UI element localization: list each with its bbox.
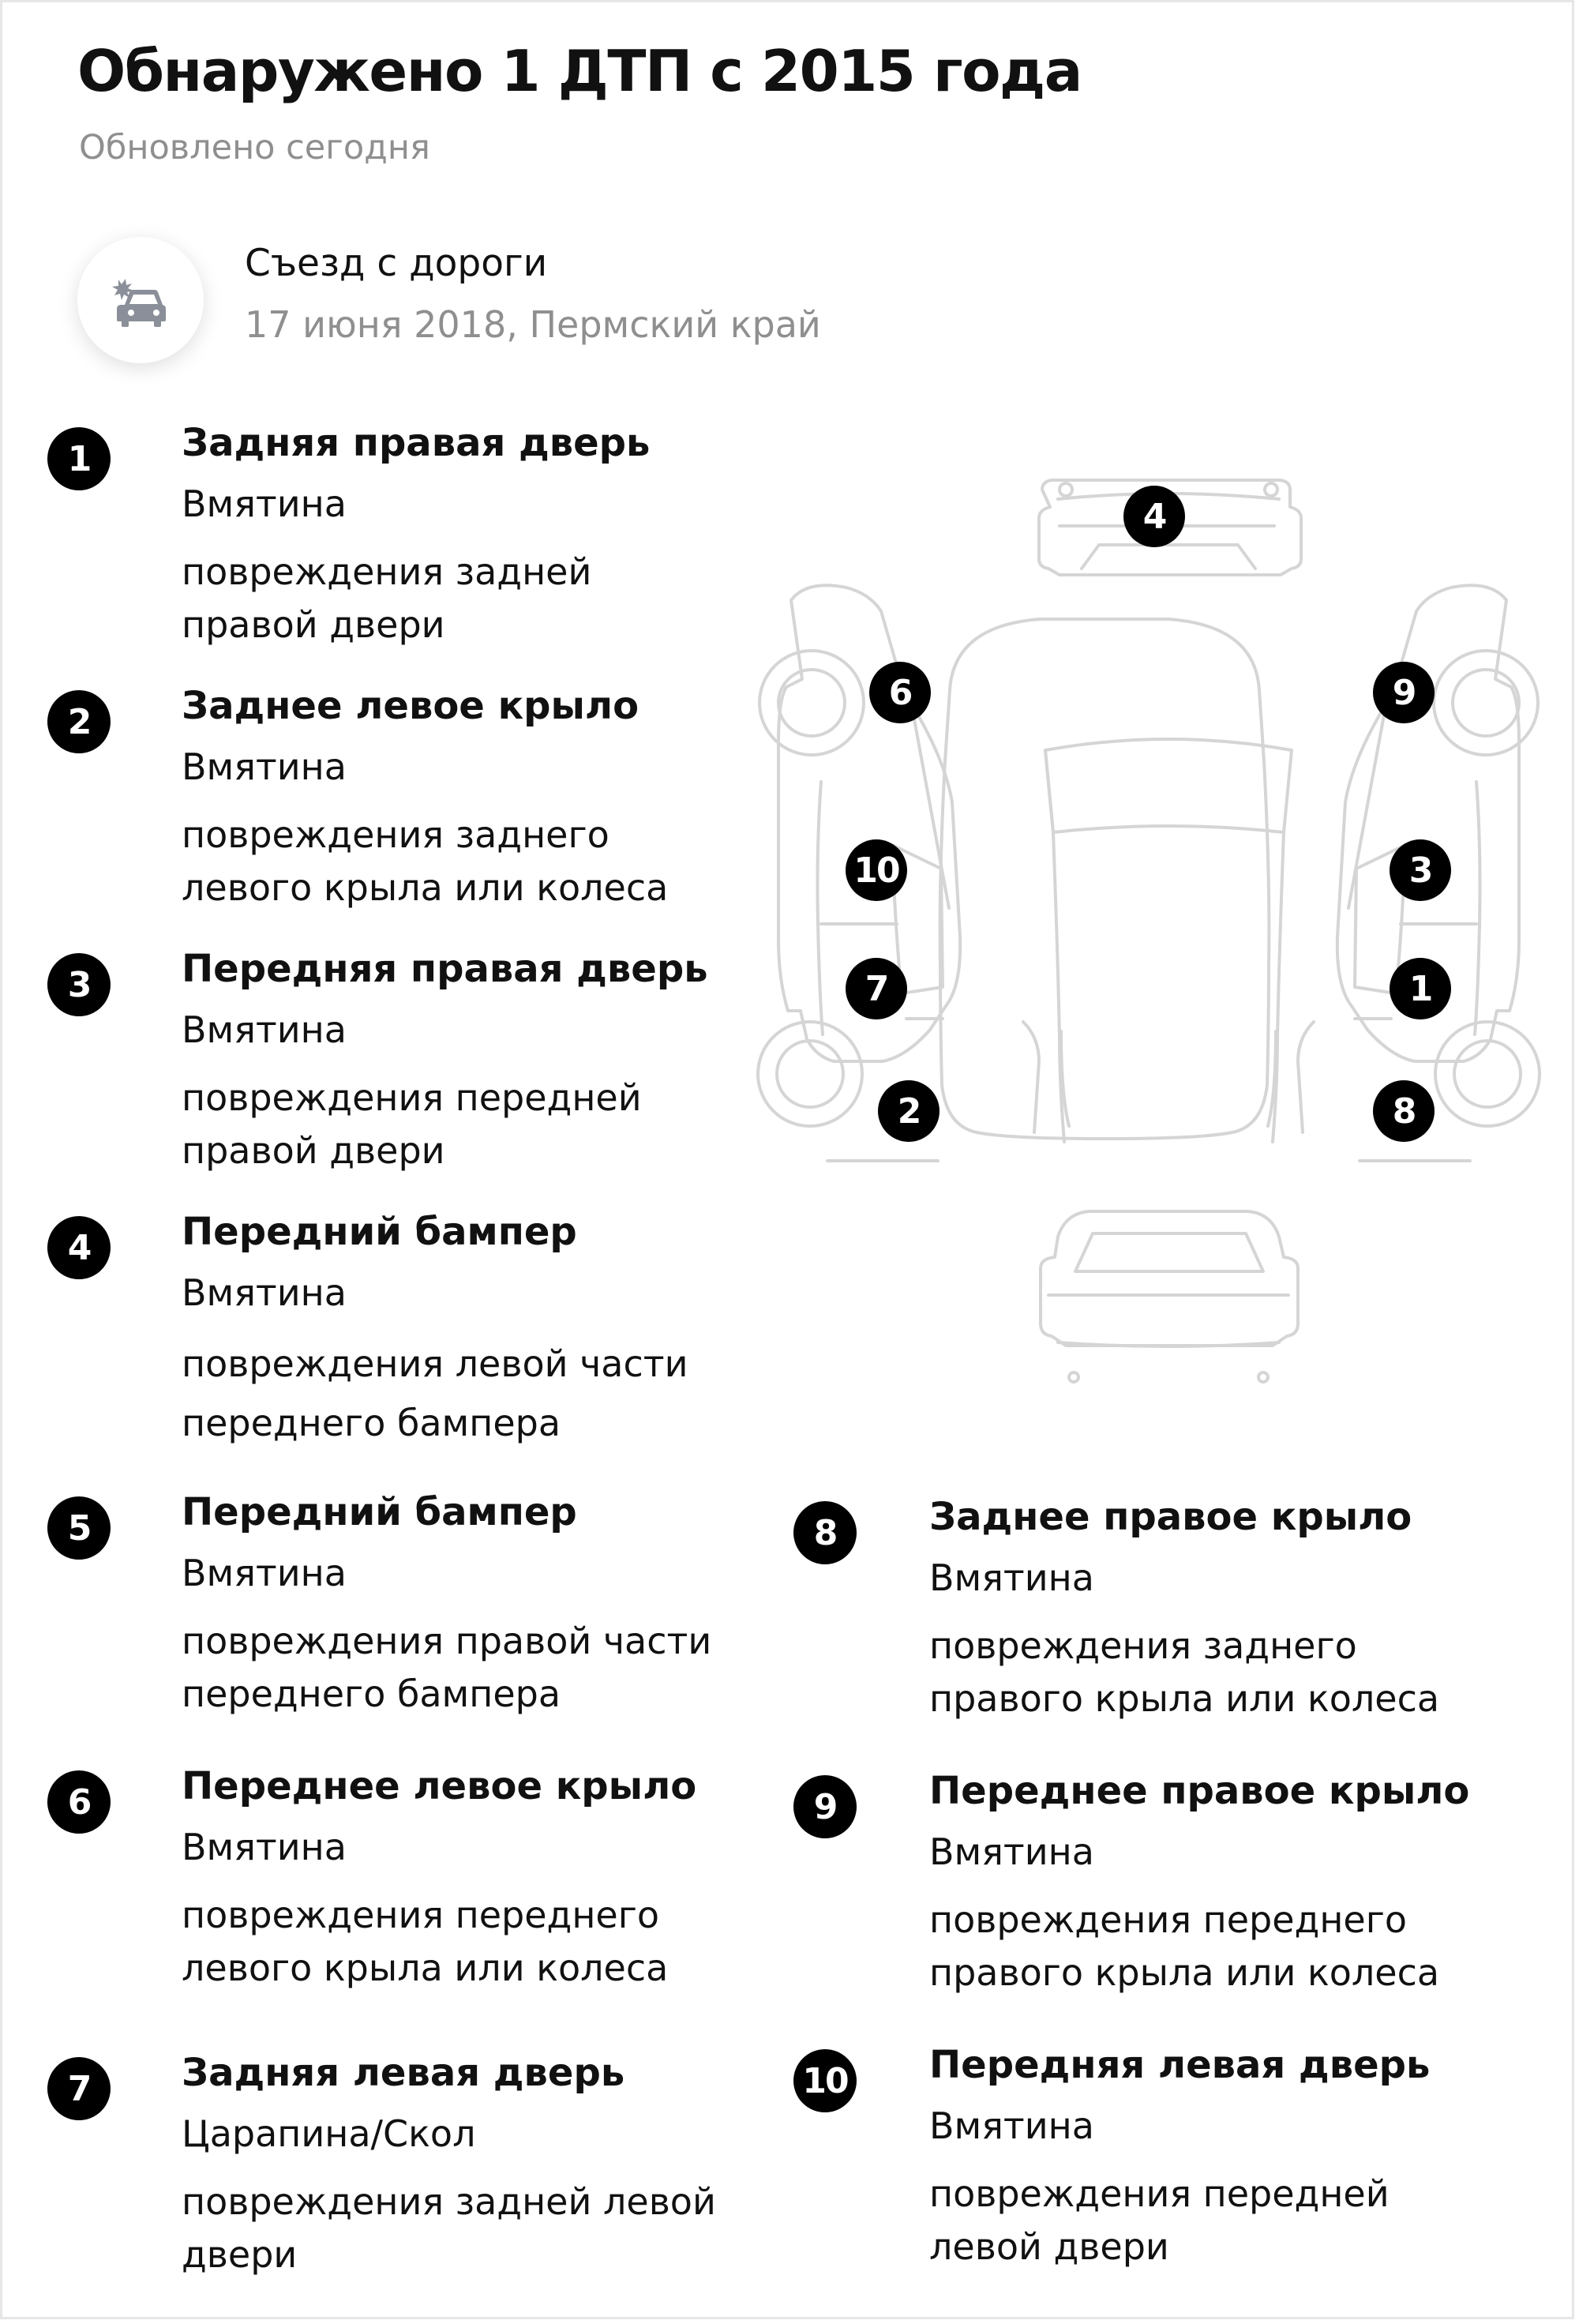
- damage-description: повреждения правой части переднего бампе…: [182, 1620, 712, 1715]
- damage-number-badge: 6: [47, 1770, 111, 1834]
- updated-label: Обновлено сегодня: [79, 128, 430, 167]
- damage-description: повреждения передней правой двери: [182, 1076, 642, 1172]
- damage-part: Заднее левое крыло: [182, 684, 639, 728]
- damage-part: Заднее правое крыло: [929, 1495, 1412, 1539]
- damage-type: Вмятина: [929, 1830, 1094, 1873]
- damage-part: Передний бампер: [182, 1210, 577, 1254]
- damage-part: Передняя левая дверь: [929, 2043, 1431, 2087]
- diagram-marker: 1: [1390, 958, 1451, 1019]
- damage-description: повреждения левой части переднего бампер…: [182, 1342, 688, 1444]
- damage-number-badge: 4: [47, 1216, 111, 1279]
- damage-number-badge: 2: [47, 690, 111, 753]
- damage-type: Вмятина: [929, 2104, 1094, 2147]
- damage-number-badge: 3: [47, 953, 111, 1016]
- damage-type: Царапина/Скол: [182, 2112, 476, 2155]
- diagram-marker: 10: [846, 839, 907, 901]
- damage-number-badge: 7: [47, 2057, 111, 2120]
- car-crash-icon: [77, 237, 204, 363]
- damage-description: повреждения заднего правого крыла или ко…: [929, 1624, 1440, 1720]
- damage-type: Вмятина: [182, 1271, 347, 1314]
- car-outline-drawing: [756, 479, 1541, 1384]
- damage-description: повреждения переднего левого крыла или к…: [182, 1894, 669, 1989]
- damage-type: Вмятина: [182, 745, 347, 788]
- damage-description: повреждения передней левой двери: [929, 2172, 1390, 2268]
- diagram-marker: 2: [878, 1080, 940, 1142]
- damage-type: Вмятина: [929, 1556, 1094, 1599]
- diagram-marker: 7: [846, 958, 907, 1019]
- diagram-marker: 8: [1373, 1080, 1435, 1142]
- damage-number-badge: 1: [47, 427, 111, 490]
- diagram-marker: 4: [1123, 486, 1185, 547]
- damage-number-badge: 10: [793, 2049, 857, 2112]
- diagram-marker: 3: [1390, 839, 1451, 901]
- damage-part: Переднее левое крыло: [182, 1764, 697, 1808]
- damage-part: Передний бампер: [182, 1490, 577, 1534]
- damage-number-badge: 5: [47, 1496, 111, 1560]
- damage-description: повреждения заднего левого крыла или кол…: [182, 813, 669, 909]
- incident-date-region: 17 июня 2018, Пермский край: [245, 303, 821, 346]
- damage-description: повреждения задней левой двери: [182, 2180, 716, 2276]
- damage-description: повреждения переднего правого крыла или …: [929, 1898, 1440, 1994]
- damage-type: Вмятина: [182, 1552, 347, 1594]
- diagram-marker: 9: [1373, 662, 1435, 723]
- damage-part: Задняя правая дверь: [182, 421, 651, 465]
- damage-description: повреждения задней правой двери: [182, 550, 592, 646]
- incident-title: Съезд с дороги: [245, 242, 548, 285]
- page-title: Обнаружено 1 ДТП с 2015 года: [77, 38, 1082, 104]
- damage-part: Передняя правая дверь: [182, 947, 708, 991]
- damage-type: Вмятина: [182, 1008, 347, 1051]
- damage-part: Задняя левая дверь: [182, 2051, 625, 2095]
- damage-number-badge: 8: [793, 1501, 857, 1564]
- damage-type: Вмятина: [182, 482, 347, 525]
- car-damage-diagram: 4 6 9 10 3 7 1 2 8: [742, 450, 1555, 1421]
- damage-part: Переднее правое крыло: [929, 1769, 1470, 1813]
- damage-type: Вмятина: [182, 1826, 347, 1868]
- diagram-marker: 6: [869, 662, 931, 723]
- damage-number-badge: 9: [793, 1775, 857, 1838]
